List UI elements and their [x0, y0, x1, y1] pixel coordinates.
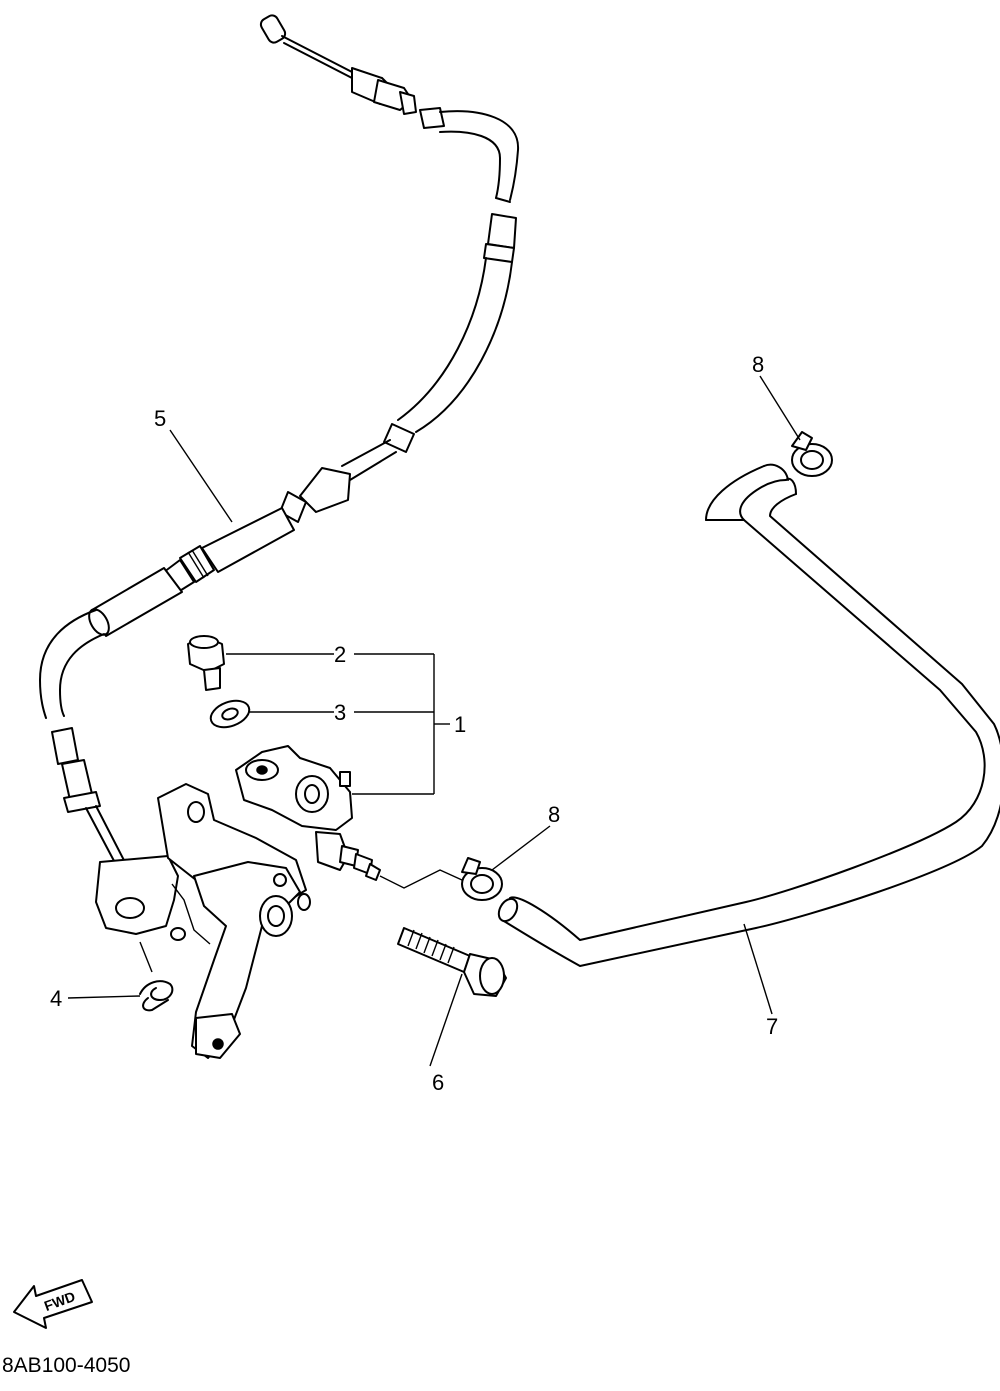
- pump-assembly-part-1: [95, 745, 381, 1059]
- screw-part-6: [397, 927, 507, 997]
- diagram-part-code: 8AB100-4050: [2, 1354, 130, 1377]
- forward-direction-arrow-icon: FWD: [13, 1279, 93, 1329]
- callout-4: 4: [50, 986, 62, 1011]
- callout-6: 6: [432, 1070, 444, 1095]
- bolt-part-2: [187, 635, 225, 691]
- callout-1: 1: [454, 712, 466, 737]
- callout-2: 2: [334, 642, 346, 667]
- clip-part-4: [139, 980, 174, 1012]
- callout-8-lower: 8: [548, 802, 560, 827]
- cable-assembly: [39, 14, 520, 887]
- washer-part-3: [209, 699, 251, 729]
- leader-lines: [67, 375, 801, 1067]
- clamp-part-8-upper: [791, 431, 833, 477]
- callout-3: 3: [334, 700, 346, 725]
- clamp-part-8-lower: [461, 857, 503, 901]
- callout-8-upper: 8: [752, 352, 764, 377]
- hose-part-7: [497, 463, 1000, 967]
- callout-7: 7: [766, 1014, 778, 1039]
- callout-5: 5: [154, 406, 166, 431]
